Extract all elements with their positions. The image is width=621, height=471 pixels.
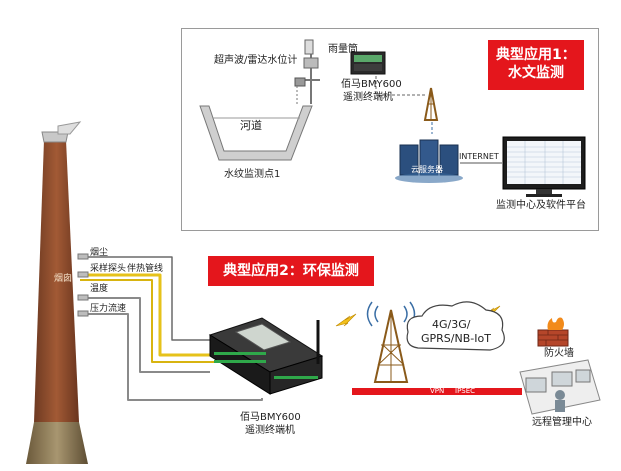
hydro-rtu-device <box>350 51 386 75</box>
network-cloud-icon <box>406 301 505 351</box>
hydro-title-box: 典型应用1： 水文监测 <box>488 40 584 90</box>
sensor-label-dust: 烟尘 <box>90 248 109 258</box>
cloud-server-label: 云服务器 <box>411 165 443 174</box>
internet-label: INTERNET <box>459 152 499 161</box>
sensor-label-temperature: 温度 <box>90 284 109 294</box>
hydro-tower-icon <box>423 87 439 121</box>
monitor-icon <box>502 136 586 197</box>
river-label: 河道 <box>240 119 262 132</box>
level-meter-label: 超声波/雷达水位计 <box>214 55 298 66</box>
sensor-pipes <box>80 256 263 401</box>
hydro-rtu-label-1: 佰马BMY600 <box>341 79 402 90</box>
hydro-rtu-label-2: 遥测终端机 <box>343 92 393 103</box>
rtu-link-dashed <box>375 76 425 96</box>
firewall-label: 防火墙 <box>544 348 574 359</box>
env-rtu-label-2: 遥测终端机 <box>245 425 295 436</box>
vpn-label: VPN <box>430 387 445 395</box>
env-title: 典型应用2：环保监测 <box>223 263 359 279</box>
network-label-2: GPRS/NB-IoT <box>421 332 491 345</box>
ipsec-label: IPSEC <box>455 387 476 395</box>
vpn-tunnel <box>352 388 522 395</box>
chimney <box>26 121 88 464</box>
monitor-center-label: 监测中心及软件平台 <box>496 200 586 211</box>
cloud-server-icon <box>395 139 463 183</box>
river-channel <box>199 105 313 161</box>
chimney-label: 烟囱 <box>54 274 73 284</box>
remote-center-label: 远程管理中心 <box>532 417 592 428</box>
firewall-icon <box>537 317 569 347</box>
station-label: 水纹监测点1 <box>224 169 281 180</box>
env-title-box: 典型应用2：环保监测 <box>208 256 374 286</box>
rain-gauge-label: 雨量筒 <box>328 44 358 55</box>
main-rtu-device <box>208 317 324 395</box>
sensor-label-pressure-flow: 压力流速 <box>90 304 127 314</box>
sensor-label-heat-line: 伴热管线 <box>127 264 164 274</box>
sensor-probes <box>77 253 89 317</box>
hydro-title-line2: 水文监测 <box>508 65 564 81</box>
control-room-icon <box>519 359 601 415</box>
env-rtu-label-1: 佰马BMY600 <box>240 412 301 423</box>
level-meter-pole <box>294 39 320 104</box>
network-label-1: 4G/3G/ <box>432 318 471 331</box>
hydro-title-line1: 典型应用1： <box>496 47 576 63</box>
sensor-label-probe: 采样探头 <box>90 264 127 274</box>
